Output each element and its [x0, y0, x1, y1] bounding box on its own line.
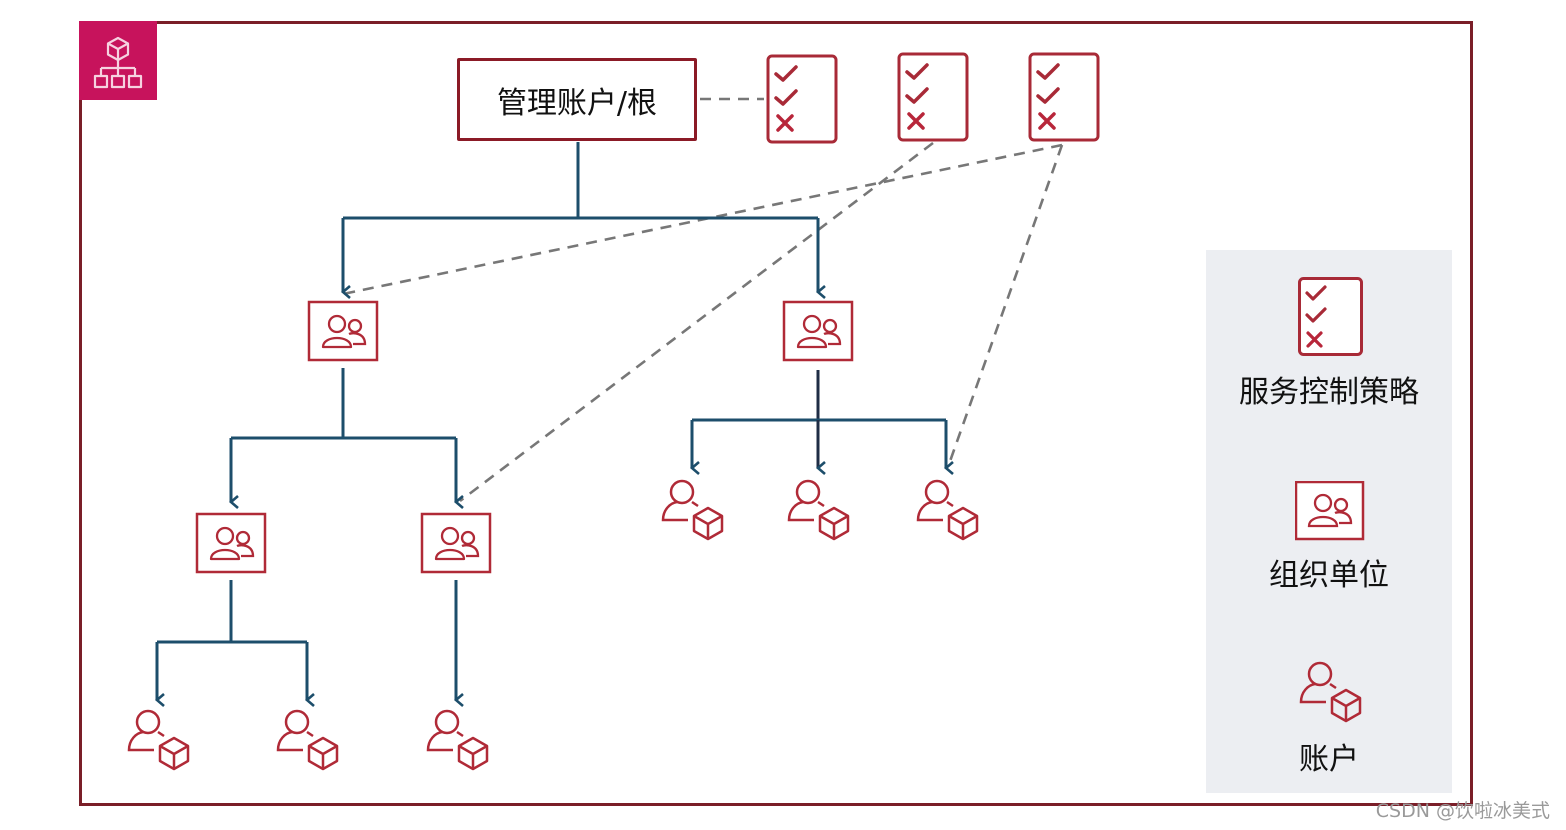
account-icon[interactable]: [127, 709, 190, 771]
policy-checklist-icon[interactable]: [897, 52, 969, 142]
account-icon: [1299, 661, 1362, 723]
policy-checklist-icon: [1298, 277, 1363, 356]
organizational-unit-icon[interactable]: [420, 512, 492, 574]
management-account-root-node[interactable]: 管理账户/根: [457, 58, 697, 141]
hierarchy-connectors: [155, 142, 954, 707]
root-node-label: 管理账户/根: [496, 85, 658, 121]
organizations-logo: [79, 21, 157, 100]
policy-checklist-icon[interactable]: [1028, 52, 1100, 142]
organizational-unit-icon: [1295, 481, 1365, 541]
account-icon[interactable]: [916, 479, 979, 541]
account-icon[interactable]: [787, 479, 850, 541]
account-icon[interactable]: [426, 709, 489, 771]
policy-links: [342, 97, 1064, 503]
organization-frame: [79, 21, 1473, 806]
organizational-unit-icon[interactable]: [782, 300, 854, 362]
watermark: CSDN @饮啦冰美式: [1375, 800, 1550, 822]
legend-panel: 服务控制策略 组织单位 账户: [1206, 250, 1452, 793]
organizational-unit-icon[interactable]: [195, 512, 267, 574]
policy-link-scp2-ou: [459, 141, 934, 503]
legend-label-scp: 服务控制策略: [1239, 375, 1419, 410]
policy-checklist-icon[interactable]: [766, 54, 838, 144]
account-icon[interactable]: [276, 709, 339, 771]
policy-link-scp3-account: [946, 144, 1064, 468]
legend-label-account: 账户: [1299, 742, 1359, 777]
organizations-hierarchy-icon: [93, 36, 143, 89]
legend-label-ou: 组织单位: [1269, 558, 1389, 593]
account-icon[interactable]: [661, 479, 724, 541]
organizational-unit-icon[interactable]: [307, 300, 379, 362]
